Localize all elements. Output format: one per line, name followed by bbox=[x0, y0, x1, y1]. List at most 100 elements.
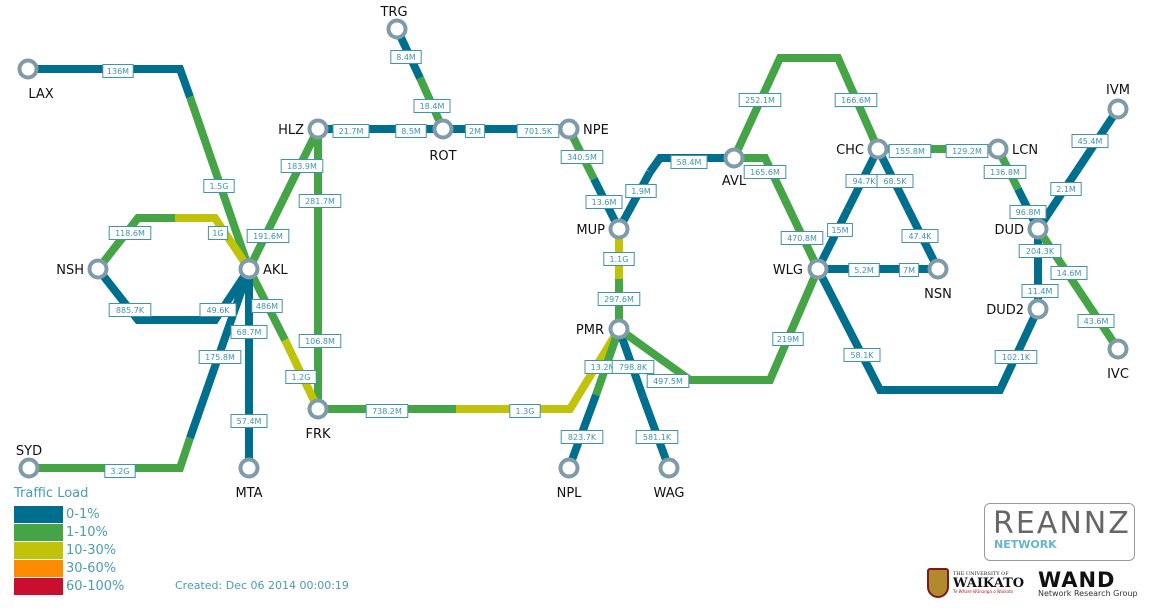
node-ring-icon[interactable] bbox=[238, 258, 260, 280]
node-ring-icon[interactable] bbox=[658, 457, 680, 479]
links-layer bbox=[28, 27, 1122, 472]
node-wlg[interactable]: WLG bbox=[773, 258, 829, 280]
node-frk[interactable]: FRK bbox=[305, 398, 331, 443]
node-ring-icon[interactable] bbox=[558, 118, 580, 140]
link-value-text: 5.2M bbox=[854, 266, 874, 275]
link-nsh-akl-2-a-half bbox=[94, 266, 175, 324]
link-value-box bbox=[834, 93, 878, 107]
node-label: DUD2 bbox=[986, 303, 1024, 318]
node-nsh[interactable]: NSH bbox=[56, 258, 109, 280]
node-pmr[interactable]: PMR bbox=[576, 318, 630, 340]
legend-item: 60-100% bbox=[14, 577, 124, 595]
node-ring-icon[interactable] bbox=[558, 457, 580, 479]
node-ring-icon[interactable] bbox=[1107, 98, 1129, 120]
node-mta[interactable]: MTA bbox=[235, 457, 263, 502]
link-nsh-akl-1-a-half bbox=[94, 214, 175, 272]
link-value-box bbox=[780, 231, 824, 245]
node-label: NSH bbox=[56, 263, 84, 278]
link-value-box bbox=[413, 99, 451, 113]
node-nsn[interactable]: NSN bbox=[924, 258, 952, 303]
link-value-label: 96.8M bbox=[1009, 205, 1047, 219]
link-value-box bbox=[898, 263, 920, 277]
link-value-text: 2.1M bbox=[1056, 185, 1076, 194]
node-lcn[interactable]: LCN bbox=[987, 138, 1039, 160]
node-akl[interactable]: AKL bbox=[238, 258, 289, 280]
link-value-label: 252.1M bbox=[738, 93, 782, 107]
node-label: IVM bbox=[1106, 83, 1130, 98]
link-value-box bbox=[983, 165, 1027, 179]
legend-swatch bbox=[14, 505, 63, 523]
node-ivm[interactable]: IVM bbox=[1106, 83, 1130, 120]
link-value-text: 738.2M bbox=[372, 407, 402, 416]
link-value-box bbox=[199, 303, 237, 317]
node-ring-icon[interactable] bbox=[1027, 298, 1049, 320]
link-value-box bbox=[395, 124, 427, 138]
node-npl[interactable]: NPL bbox=[557, 457, 583, 502]
node-hlz[interactable]: HLZ bbox=[278, 118, 329, 140]
node-label: NPE bbox=[583, 123, 609, 138]
link-pmr-wlg-b-half bbox=[727, 267, 822, 384]
node-npe[interactable]: NPE bbox=[558, 118, 609, 140]
link-value-label: 165.6M bbox=[743, 165, 787, 179]
legend-label: 10-30% bbox=[66, 542, 117, 558]
node-label: NPL bbox=[557, 486, 583, 501]
node-ring-icon[interactable] bbox=[867, 138, 889, 160]
link-value-box bbox=[827, 223, 853, 237]
node-ring-icon[interactable] bbox=[723, 147, 745, 169]
link-value-text: 47.4K bbox=[908, 232, 932, 241]
link-value-label: 58.4M bbox=[670, 155, 708, 169]
node-ring-icon[interactable] bbox=[307, 118, 329, 140]
link-value-label: 7M bbox=[898, 263, 920, 277]
node-ring-icon[interactable] bbox=[17, 58, 39, 80]
link-value-label: 15M bbox=[827, 223, 853, 237]
node-trg[interactable]: TRG bbox=[379, 5, 408, 40]
node-dud2[interactable]: DUD2 bbox=[986, 298, 1049, 320]
node-ring-icon[interactable] bbox=[307, 398, 329, 420]
node-ivc[interactable]: IVC bbox=[1107, 338, 1129, 383]
link-value-box bbox=[597, 292, 641, 306]
link-value-label: 43.6M bbox=[1077, 314, 1115, 328]
node-ring-icon[interactable] bbox=[87, 258, 109, 280]
node-ring-icon[interactable] bbox=[432, 118, 454, 140]
wand-logo: WAND Network Research Group bbox=[1038, 568, 1138, 598]
node-dud[interactable]: DUD bbox=[994, 218, 1049, 240]
node-ring-icon[interactable] bbox=[807, 258, 829, 280]
node-label: SYD bbox=[16, 444, 42, 459]
node-wag[interactable]: WAG bbox=[654, 457, 685, 502]
node-ring-icon[interactable] bbox=[386, 18, 408, 40]
legend-item: 30-60% bbox=[14, 559, 124, 577]
link-value-label: 340.5M bbox=[560, 150, 604, 164]
node-ring-icon[interactable] bbox=[987, 138, 1009, 160]
link-value-label: 5.2M bbox=[848, 263, 880, 277]
node-avl[interactable]: AVL bbox=[722, 147, 747, 190]
node-rot[interactable]: ROT bbox=[429, 118, 457, 165]
link-value-text: 7M bbox=[903, 266, 915, 275]
node-label: TRG bbox=[379, 5, 407, 20]
link-value-label: 191.6M bbox=[246, 229, 290, 243]
node-lax[interactable]: LAX bbox=[17, 58, 54, 103]
link-value-box bbox=[848, 263, 880, 277]
link-value-box bbox=[585, 195, 623, 209]
link-avl-chc-a-half bbox=[730, 54, 809, 160]
link-mup-avl-a-half bbox=[615, 170, 654, 231]
node-ring-icon[interactable] bbox=[1107, 338, 1129, 360]
node-ring-icon[interactable] bbox=[238, 457, 260, 479]
link-value-text: 8.4M bbox=[396, 53, 416, 62]
link-value-text: 45.4M bbox=[1078, 137, 1103, 146]
node-ring-icon[interactable] bbox=[608, 218, 630, 240]
link-value-text: 798.8K bbox=[619, 363, 648, 372]
link-value-box bbox=[280, 159, 324, 173]
link-value-label: 68.7M bbox=[230, 325, 268, 339]
link-value-text: 118.6M bbox=[115, 229, 145, 238]
node-syd[interactable]: SYD bbox=[16, 444, 42, 479]
link-value-box bbox=[876, 174, 914, 188]
node-ring-icon[interactable] bbox=[1027, 218, 1049, 240]
link-avl-chc-b-half bbox=[809, 54, 882, 151]
node-mup[interactable]: MUP bbox=[576, 218, 630, 240]
node-chc[interactable]: CHC bbox=[836, 138, 889, 160]
node-ring-icon[interactable] bbox=[608, 318, 630, 340]
node-ring-icon[interactable] bbox=[927, 258, 949, 280]
legend-swatch bbox=[14, 541, 63, 559]
node-ring-icon[interactable] bbox=[18, 457, 40, 479]
